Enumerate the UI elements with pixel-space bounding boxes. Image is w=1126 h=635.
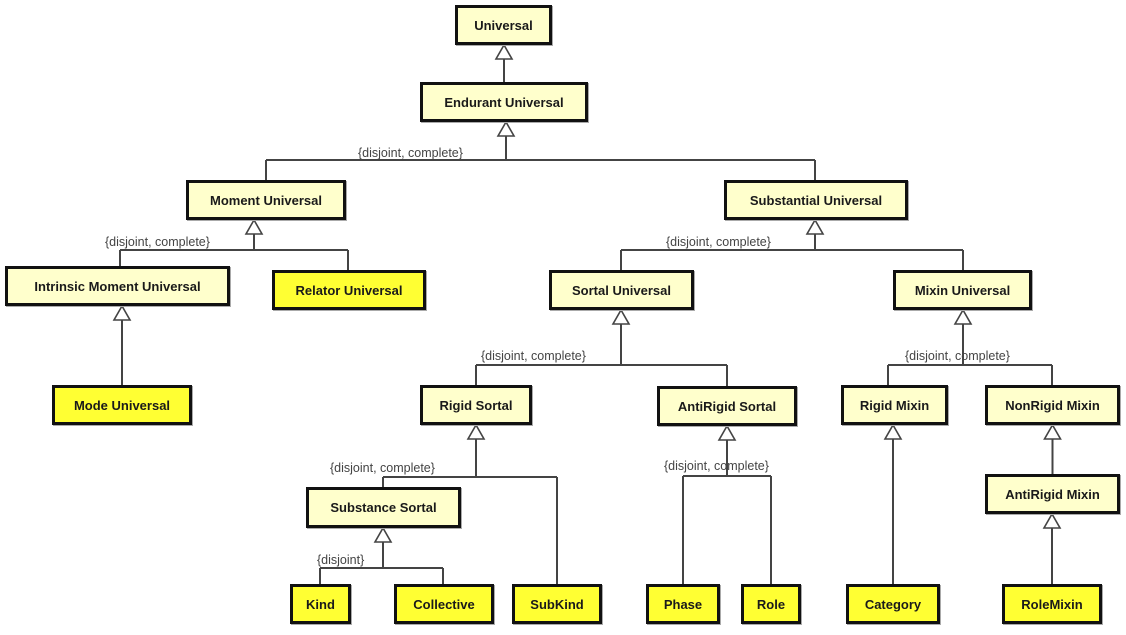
class-label: Universal (474, 17, 533, 33)
generalization-arrowhead (494, 43, 514, 60)
generalization-arrowhead (717, 424, 737, 441)
class-subkind[interactable]: SubKind (512, 584, 602, 624)
constraint-label: {disjoint, complete} (664, 459, 769, 473)
class-label: Role (756, 596, 786, 612)
constraint-label: {disjoint, complete} (481, 349, 586, 363)
class-label: SubKind (530, 596, 584, 612)
class-intrinsic[interactable]: Intrinsic Moment Universal (5, 266, 230, 306)
class-label: Rigid Mixin (859, 397, 930, 413)
generalization-arrowhead (466, 423, 486, 440)
constraint-label: {disjoint, complete} (666, 235, 771, 249)
generalization-arrowhead (805, 218, 825, 235)
class-label: Mixin Universal (914, 282, 1011, 298)
class-label: Substance Sortal (330, 500, 437, 515)
class-label: NonRigid Mixin (1005, 397, 1100, 413)
class-antirigidmixin[interactable]: AntiRigid Mixin (985, 474, 1120, 514)
class-category[interactable]: Category (846, 584, 940, 624)
generalization-arrowhead (1042, 512, 1062, 529)
class-rigidmixin[interactable]: Rigid Mixin (841, 385, 948, 425)
class-rigidsortal[interactable]: Rigid Sortal (420, 385, 532, 425)
generalization-arrowhead (953, 308, 973, 325)
generalization-arrowhead (611, 308, 631, 325)
class-rolemixin[interactable]: RoleMixin (1002, 584, 1102, 624)
class-label: Collective (413, 596, 475, 612)
generalization-arrowhead (883, 423, 903, 440)
class-kind[interactable]: Kind (290, 584, 351, 624)
class-label: Moment Universal (210, 192, 322, 208)
class-label: Substantial Universal (749, 192, 883, 208)
class-label: Phase (663, 596, 703, 612)
class-antirigidsortal[interactable]: AntiRigid Sortal (657, 386, 797, 426)
constraint-label: {disjoint, complete} (105, 235, 210, 249)
generalization-arrowhead (112, 304, 132, 321)
class-mixin[interactable]: Mixin Universal (893, 270, 1032, 310)
class-role[interactable]: Role (741, 584, 801, 624)
generalization-arrowhead (496, 120, 516, 137)
class-substantial[interactable]: Substantial Universal (724, 180, 908, 220)
class-sortal[interactable]: Sortal Universal (549, 270, 694, 310)
class-universal[interactable]: Universal (455, 5, 552, 45)
class-phase[interactable]: Phase (646, 584, 720, 624)
class-label: Category (864, 596, 922, 612)
generalization-arrowhead (244, 218, 264, 235)
class-moment[interactable]: Moment Universal (186, 180, 346, 220)
class-nonrigidmixin[interactable]: NonRigid Mixin (985, 385, 1120, 425)
class-relator[interactable]: Relator Universal (272, 270, 426, 310)
class-label: Kind (306, 596, 335, 612)
class-substancesortal[interactable]: Substance Sortal (306, 487, 461, 528)
class-label: RoleMixin (1021, 596, 1083, 612)
class-label: AntiRigid Mixin (1005, 486, 1100, 502)
class-label: Mode Universal (73, 397, 171, 413)
constraint-label: {disjoint, complete} (905, 349, 1010, 363)
class-label: Sortal Universal (572, 282, 671, 298)
constraint-label: {disjoint, complete} (330, 461, 435, 475)
class-label: AntiRigid Sortal (677, 398, 777, 414)
class-endurant[interactable]: Endurant Universal (420, 82, 588, 122)
class-label: Rigid Sortal (439, 397, 513, 413)
constraint-label: {disjoint} (317, 553, 365, 567)
class-label: Endurant Universal (444, 94, 564, 110)
class-collective[interactable]: Collective (394, 584, 494, 624)
class-mode[interactable]: Mode Universal (52, 385, 192, 425)
class-label: Relator Universal (295, 282, 403, 298)
constraint-label: {disjoint, complete} (358, 146, 463, 160)
class-label: Intrinsic Moment Universal (34, 278, 201, 294)
generalization-arrowhead (1043, 423, 1062, 440)
generalization-arrowhead (373, 526, 393, 543)
